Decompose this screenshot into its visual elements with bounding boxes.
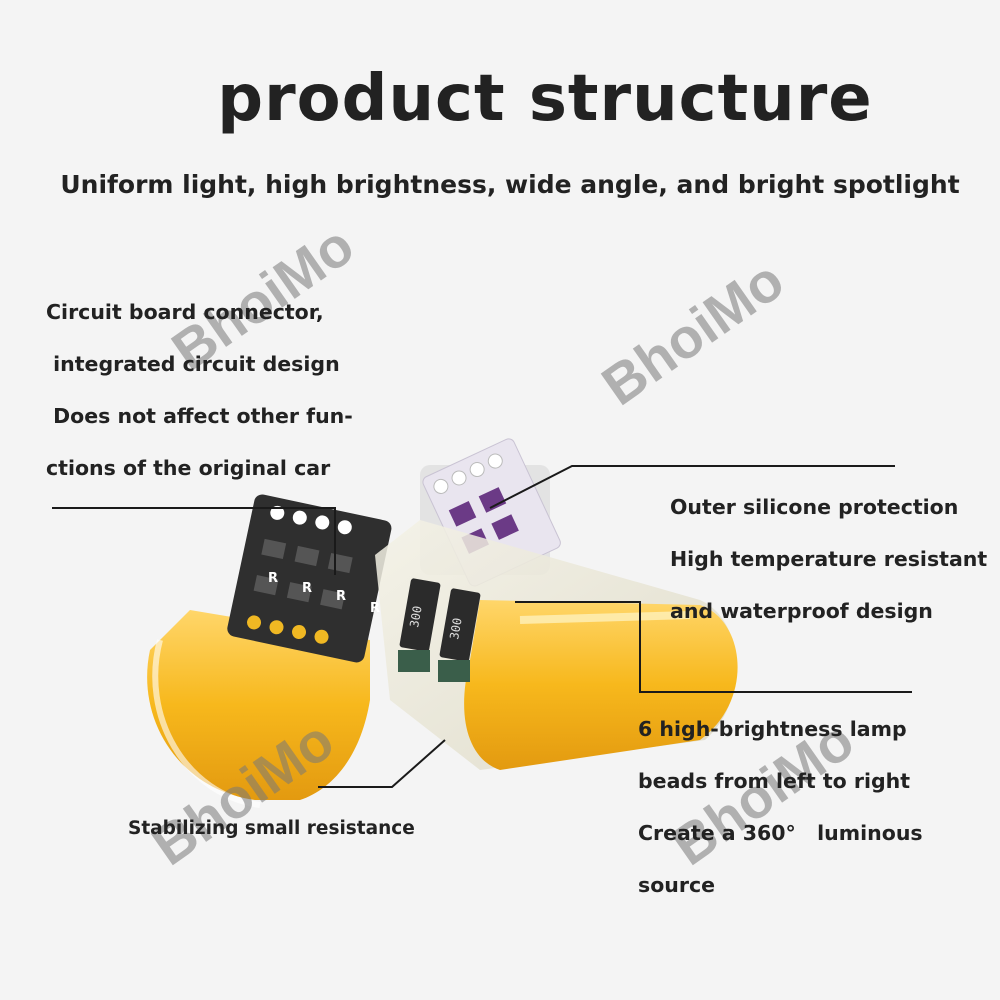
callout-line: and waterproof design — [670, 599, 933, 623]
left-bulb — [147, 610, 370, 808]
callout-line: High temperature resistant — [670, 547, 988, 571]
board-letter: R — [370, 601, 380, 616]
board-letter: R — [302, 581, 312, 596]
callout-line: Outer silicone protection — [670, 495, 959, 519]
callout-line: beads from left to right — [638, 769, 911, 793]
callout-lamp-beads: 6 high-brightness lamp beads from left t… — [638, 703, 923, 911]
callout-silicone: Outer silicone protection High temperatu… — [670, 481, 987, 637]
callout-resistance: Stabilizing small resistance — [128, 818, 415, 839]
leader-lines — [52, 465, 912, 788]
callout-line: integrated circuit design — [46, 352, 340, 376]
callout-circuit-board: Circuit board connector, integrated circ… — [46, 286, 353, 494]
board-letter: R — [336, 589, 346, 604]
leader-line-resistance — [318, 739, 446, 788]
left-circuit-board — [227, 494, 392, 663]
front-bulb — [375, 520, 738, 770]
board-letter: R — [268, 571, 278, 586]
page-subtitle: Uniform light, high brightness, wide ang… — [60, 170, 960, 199]
leader-line-circuit — [52, 507, 336, 575]
chip-marking: 300 — [407, 605, 425, 629]
page-title: product structure — [217, 62, 873, 136]
callout-line: Circuit board connector, — [46, 300, 324, 324]
lamp-chips — [398, 578, 481, 682]
callout-line: Does not affect other fun- — [46, 404, 353, 428]
callout-line: source — [638, 873, 716, 897]
leader-line-silicone — [489, 465, 895, 509]
leader-line-lamp — [515, 601, 912, 693]
chip-marking: 300 — [447, 617, 465, 641]
callout-line: Create a 360° luminous — [638, 821, 923, 845]
callout-line: ctions of the original car — [46, 456, 331, 480]
callout-line: 6 high-brightness lamp — [638, 717, 907, 741]
back-circuit-board — [422, 438, 561, 587]
